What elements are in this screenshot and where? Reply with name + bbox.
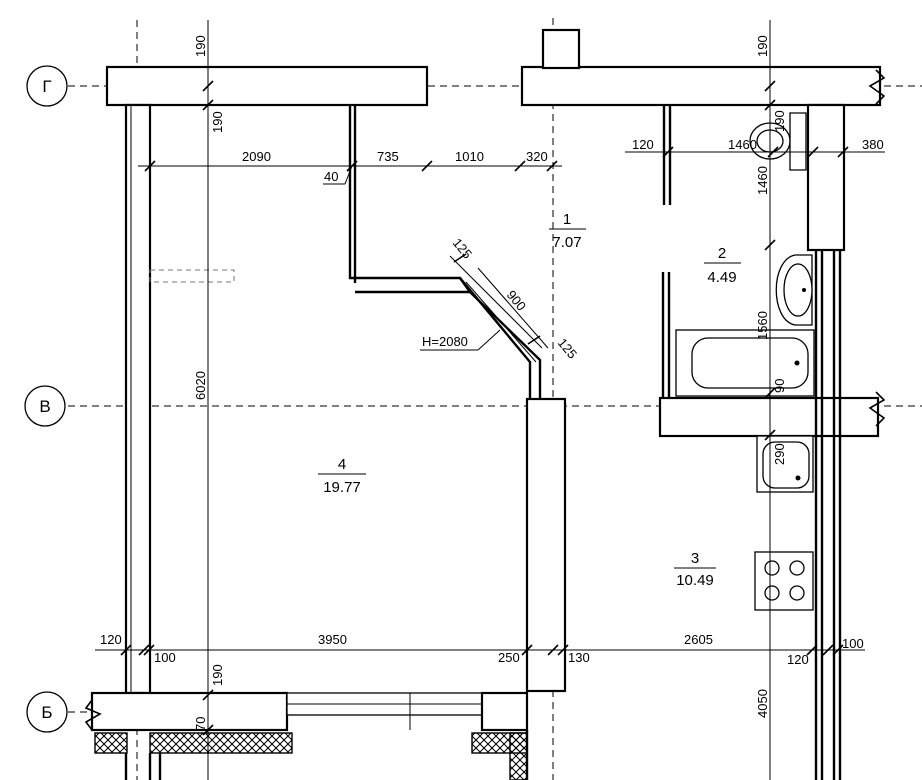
dimension-labels: 190 190 190 2090 735 1010 320 40 120 146… bbox=[100, 35, 884, 731]
wall-right-column bbox=[806, 103, 846, 252]
wall-bottom-left bbox=[90, 691, 289, 732]
dim-900: 900 bbox=[504, 287, 529, 313]
room-label-4: 4 19.77 bbox=[318, 456, 366, 496]
room-number: 4 bbox=[338, 456, 346, 473]
height-note: H=2080 bbox=[422, 334, 468, 349]
wall-top-right bbox=[520, 65, 882, 107]
dim-1560: 1560 bbox=[755, 311, 770, 340]
washbasin bbox=[775, 254, 813, 326]
room-number: 2 bbox=[718, 245, 726, 262]
dim-190-top-right: 190 bbox=[755, 35, 770, 57]
room-number: 1 bbox=[563, 211, 571, 228]
insulation-mid bbox=[149, 732, 293, 754]
dim-90: 90 bbox=[772, 379, 787, 393]
axis-marker-b: Б bbox=[26, 691, 68, 733]
room-area: 7.07 bbox=[552, 234, 581, 251]
dim-1010: 1010 bbox=[455, 149, 484, 164]
room-label-1: 1 7.07 bbox=[549, 211, 586, 251]
dim-120-top: 120 bbox=[632, 137, 654, 152]
dim-190-vert: 190 bbox=[772, 110, 787, 132]
dim-130: 130 bbox=[568, 650, 590, 665]
dim-125-a: 125 bbox=[450, 235, 475, 261]
dim-6020: 6020 bbox=[193, 371, 208, 400]
stove bbox=[754, 551, 814, 611]
room-number: 3 bbox=[691, 550, 699, 567]
dim-2090: 2090 bbox=[242, 149, 271, 164]
room-area: 10.49 bbox=[676, 572, 714, 589]
room-area: 19.77 bbox=[323, 479, 361, 496]
dim-1460-vert: 1460 bbox=[755, 166, 770, 195]
dim-190-bottom: 190 bbox=[210, 664, 225, 686]
axis-marker-v: В bbox=[24, 385, 66, 427]
dim-250: 250 bbox=[498, 650, 520, 665]
walls bbox=[84, 28, 886, 780]
room-label-3: 3 10.49 bbox=[674, 550, 716, 589]
wall-central bbox=[525, 397, 567, 693]
wall-middle-slab bbox=[658, 396, 880, 438]
dimension-lines bbox=[95, 20, 885, 780]
insulation-left bbox=[94, 732, 128, 754]
axis-label-b: Б bbox=[41, 703, 52, 722]
wall-left-outer bbox=[124, 103, 152, 695]
radiator-outline bbox=[149, 269, 235, 283]
dim-290: 290 bbox=[772, 443, 787, 465]
bathtub bbox=[675, 329, 815, 397]
dim-40: 40 bbox=[324, 169, 338, 184]
dim-380: 380 bbox=[862, 137, 884, 152]
dim-320: 320 bbox=[526, 149, 548, 164]
room-label-2: 2 4.49 bbox=[704, 245, 741, 286]
wall-partition-room4 bbox=[348, 105, 473, 294]
dim-100-bottom-left: 100 bbox=[154, 650, 176, 665]
dim-735: 735 bbox=[377, 149, 399, 164]
dim-190-top-left-below: 190 bbox=[210, 111, 225, 133]
dim-100-bottom-right: 100 bbox=[842, 636, 864, 651]
dim-120-bottom-right: 120 bbox=[787, 652, 809, 667]
axis-label-g: Г bbox=[42, 77, 51, 96]
axis-marker-g: Г bbox=[26, 65, 68, 107]
wall-top-left bbox=[105, 65, 429, 107]
dim-120-bottom-left: 120 bbox=[100, 632, 122, 647]
dim-125-b: 125 bbox=[555, 335, 580, 361]
wall-bottom-mid bbox=[480, 691, 529, 732]
vent-shaft bbox=[541, 28, 581, 70]
dim-4050: 4050 bbox=[755, 689, 770, 718]
dim-70: 70 bbox=[193, 717, 208, 731]
dim-3950: 3950 bbox=[318, 632, 347, 647]
dim-1460-h: 1460 bbox=[728, 137, 757, 152]
axis-label-v: В bbox=[39, 397, 50, 416]
room-area: 4.49 bbox=[707, 269, 736, 286]
kitchen-sink bbox=[756, 435, 814, 493]
dim-2605: 2605 bbox=[684, 632, 713, 647]
dim-190-top-left: 190 bbox=[193, 35, 208, 57]
